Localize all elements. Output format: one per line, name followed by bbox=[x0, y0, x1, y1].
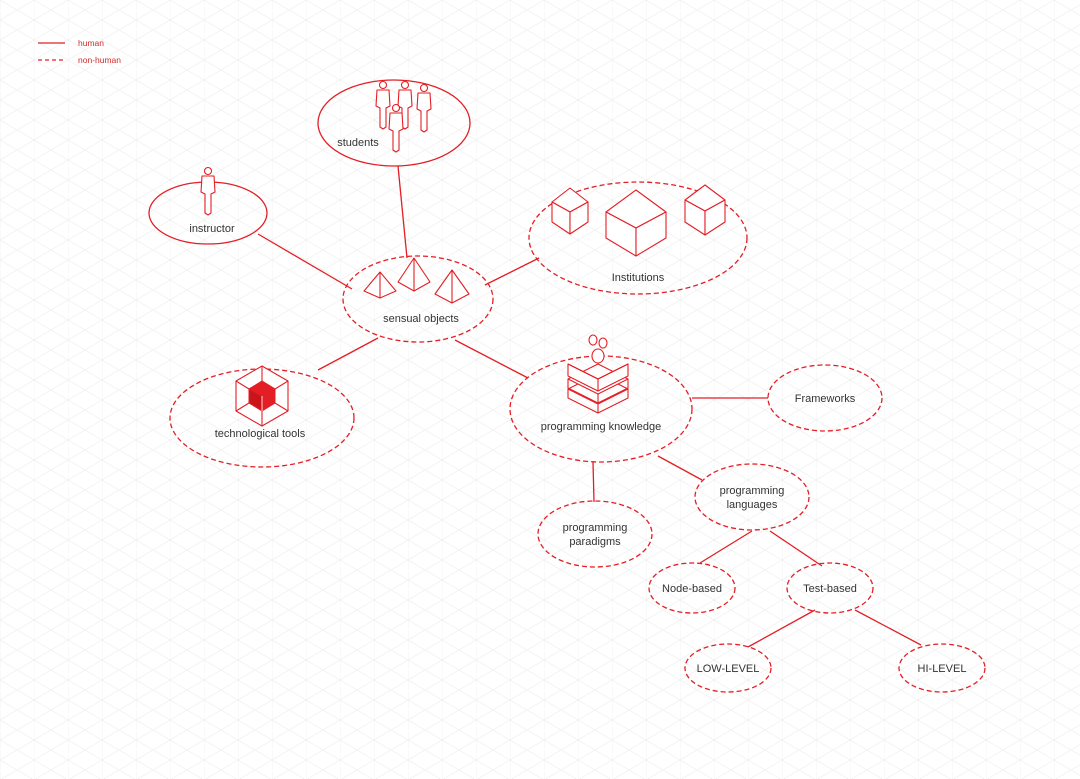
edge-institutions-sensual bbox=[484, 257, 540, 286]
frameworks-label: Frameworks bbox=[795, 393, 856, 405]
programming-languages-ellipse bbox=[694, 463, 810, 531]
stacked-layers-icon bbox=[567, 334, 629, 414]
pyramid-icons bbox=[363, 257, 470, 304]
person-icon bbox=[200, 166, 216, 216]
programming-languages-label-line1: programming bbox=[720, 485, 785, 497]
edge-sensual-knowledge bbox=[454, 339, 529, 379]
edges bbox=[257, 165, 922, 648]
edge-languages-node bbox=[699, 530, 753, 564]
technological-tools-label: technological tools bbox=[215, 428, 306, 440]
edge-instructor-sensual bbox=[257, 233, 353, 290]
test-based-ellipse bbox=[786, 562, 874, 614]
node-students[interactable]: students bbox=[317, 79, 471, 167]
node-based-ellipse bbox=[648, 562, 736, 614]
programming-languages-label-line2: languages bbox=[727, 499, 778, 511]
node-programming-paradigms[interactable]: programming paradigms bbox=[537, 500, 653, 568]
node-sensual-objects[interactable]: sensual objects bbox=[342, 255, 494, 343]
hi-level-label: HI-LEVEL bbox=[918, 663, 967, 675]
node-instructor[interactable]: instructor bbox=[148, 166, 268, 245]
low-level-label: LOW-LEVEL bbox=[697, 663, 760, 675]
programming-paradigms-label-line2: paradigms bbox=[569, 536, 621, 548]
node-low-level[interactable]: LOW-LEVEL bbox=[684, 643, 772, 693]
programming-paradigms-ellipse bbox=[537, 500, 653, 568]
node-institutions[interactable]: Institutions bbox=[528, 181, 748, 295]
edge-knowledge-languages bbox=[657, 455, 703, 481]
node-programming-languages[interactable]: programming languages bbox=[694, 463, 810, 531]
edge-students-sensual bbox=[397, 165, 408, 259]
node-programming-knowledge[interactable]: programming knowledge bbox=[509, 334, 693, 463]
node-frameworks[interactable]: Frameworks bbox=[767, 364, 883, 432]
node-test-based[interactable]: Test-based bbox=[786, 562, 874, 614]
low-level-ellipse bbox=[684, 643, 772, 693]
edge-knowledge-paradigms bbox=[592, 461, 595, 503]
node-node-based[interactable]: Node-based bbox=[648, 562, 736, 614]
legend-non-human-label: non-human bbox=[78, 55, 121, 65]
edge-sensual-tools bbox=[317, 337, 379, 371]
instructor-label: instructor bbox=[189, 223, 235, 235]
institutions-ellipse bbox=[528, 181, 748, 295]
frameworks-ellipse bbox=[767, 364, 883, 432]
node-based-label: Node-based bbox=[662, 583, 722, 595]
legend-human-label: human bbox=[78, 38, 104, 48]
test-based-label: Test-based bbox=[803, 583, 857, 595]
edge-test-low bbox=[747, 609, 816, 648]
sensual-objects-ellipse bbox=[342, 255, 494, 343]
hi-level-ellipse bbox=[898, 643, 986, 693]
node-hi-level[interactable]: HI-LEVEL bbox=[898, 643, 986, 693]
cube-icon bbox=[235, 365, 289, 427]
institutions-label: Institutions bbox=[612, 272, 665, 284]
house-icons bbox=[551, 184, 726, 257]
edge-test-hi bbox=[854, 609, 922, 646]
programming-knowledge-label: programming knowledge bbox=[541, 421, 661, 433]
legend: human non-human bbox=[38, 38, 121, 65]
students-ellipse bbox=[317, 79, 471, 167]
node-technological-tools[interactable]: technological tools bbox=[169, 365, 355, 468]
people-group-icon bbox=[375, 80, 432, 153]
programming-paradigms-label-line1: programming bbox=[563, 522, 628, 534]
sensual-objects-label: sensual objects bbox=[383, 313, 459, 325]
students-label: students bbox=[337, 137, 379, 149]
edge-languages-test bbox=[769, 530, 823, 567]
